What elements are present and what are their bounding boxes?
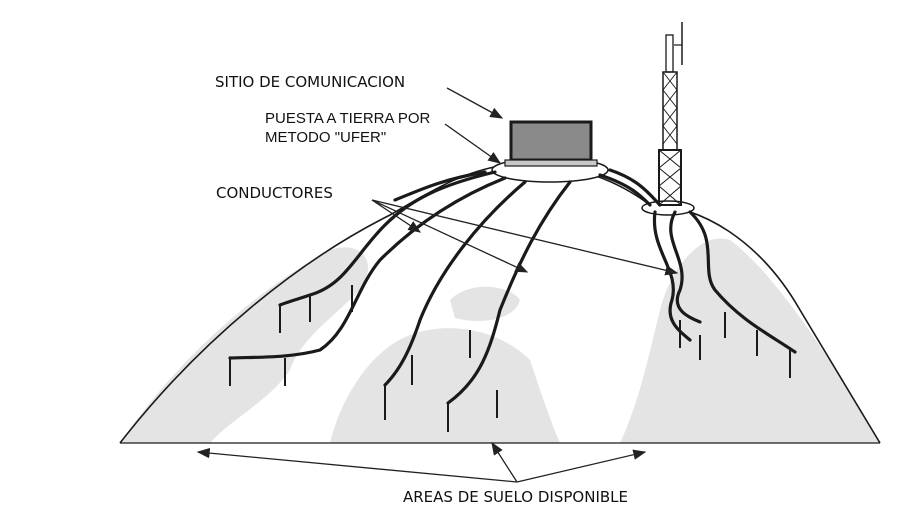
label-conductors: CONDUCTORES: [216, 184, 333, 202]
ground-conductors: [228, 168, 797, 432]
communication-tower: [641, 22, 695, 216]
callout-arrows: [196, 87, 679, 483]
label-communication-site: SITIO DE COMUNICACION: [215, 73, 405, 91]
label-ufer-line2: METODO "UFER": [265, 129, 386, 146]
label-ufer-line1: PUESTA A TIERRA POR: [265, 110, 431, 127]
label-available-soil-areas: AREAS DE SUELO DISPONIBLE: [403, 488, 628, 506]
available-soil-areas: [120, 238, 880, 443]
communication-site-building: [504, 120, 598, 167]
